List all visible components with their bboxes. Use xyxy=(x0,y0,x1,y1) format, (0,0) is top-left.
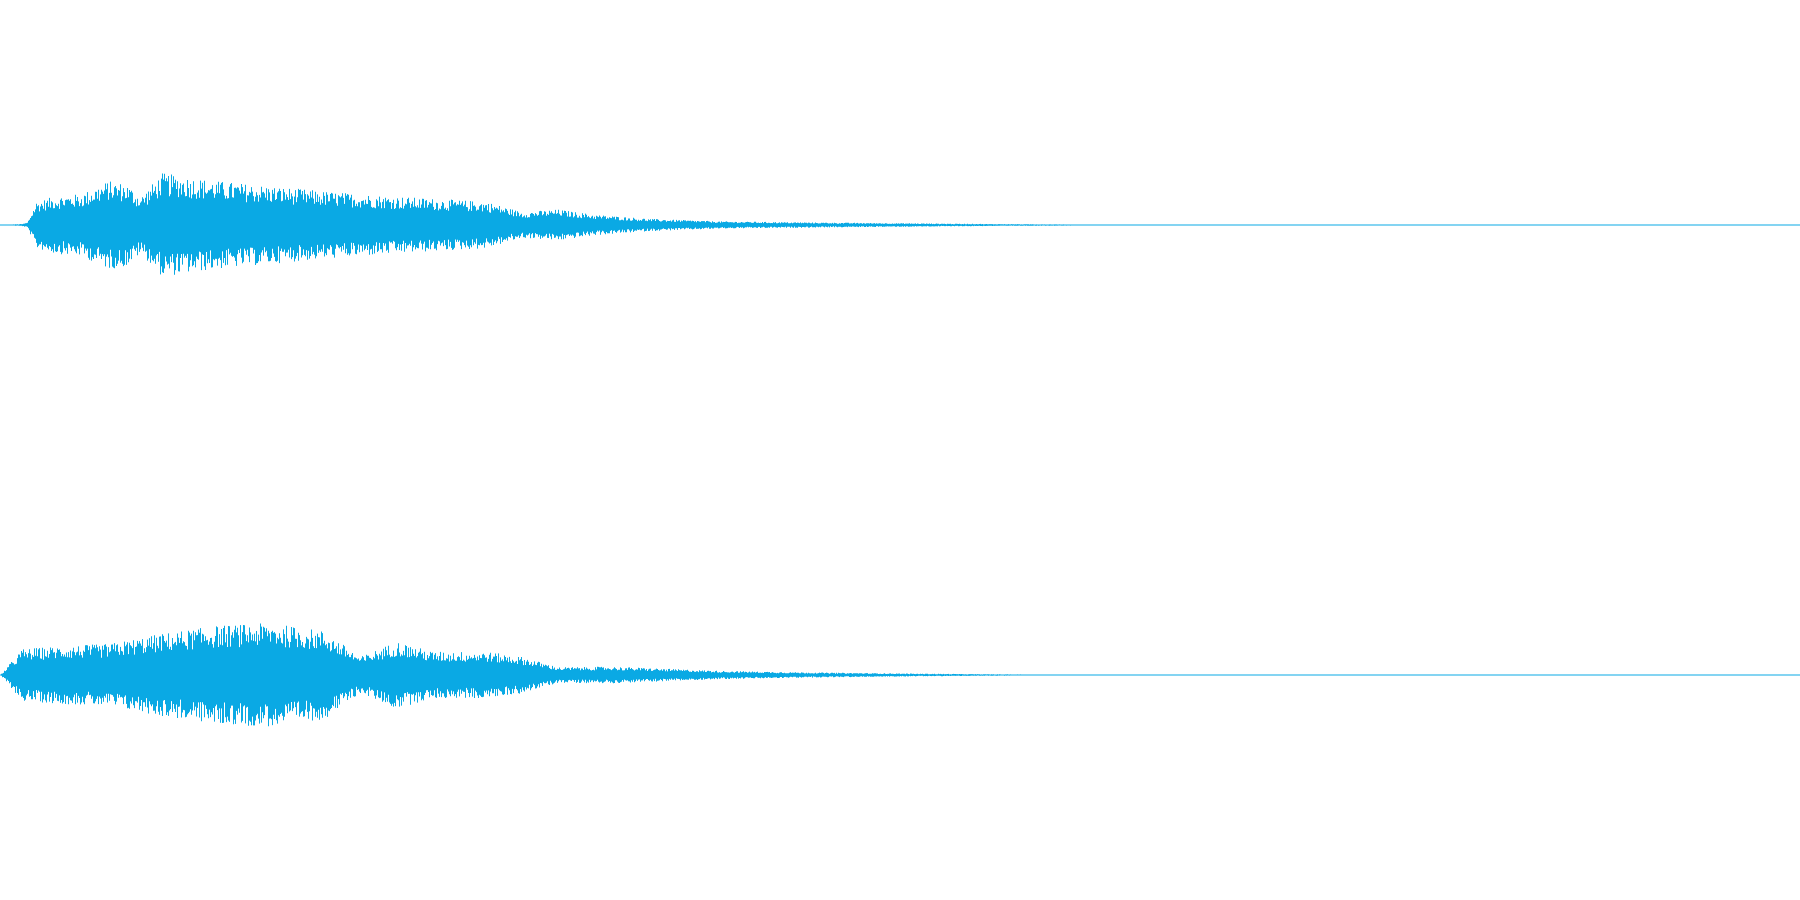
channel-2-waveform-path xyxy=(1,623,1122,727)
channel-1-samples xyxy=(2,173,1130,275)
channel-2-samples xyxy=(1,623,1122,727)
waveform-channel-2 xyxy=(0,623,1800,727)
waveform-channel-1 xyxy=(0,173,1800,275)
channel-1-waveform-path xyxy=(2,173,1130,275)
